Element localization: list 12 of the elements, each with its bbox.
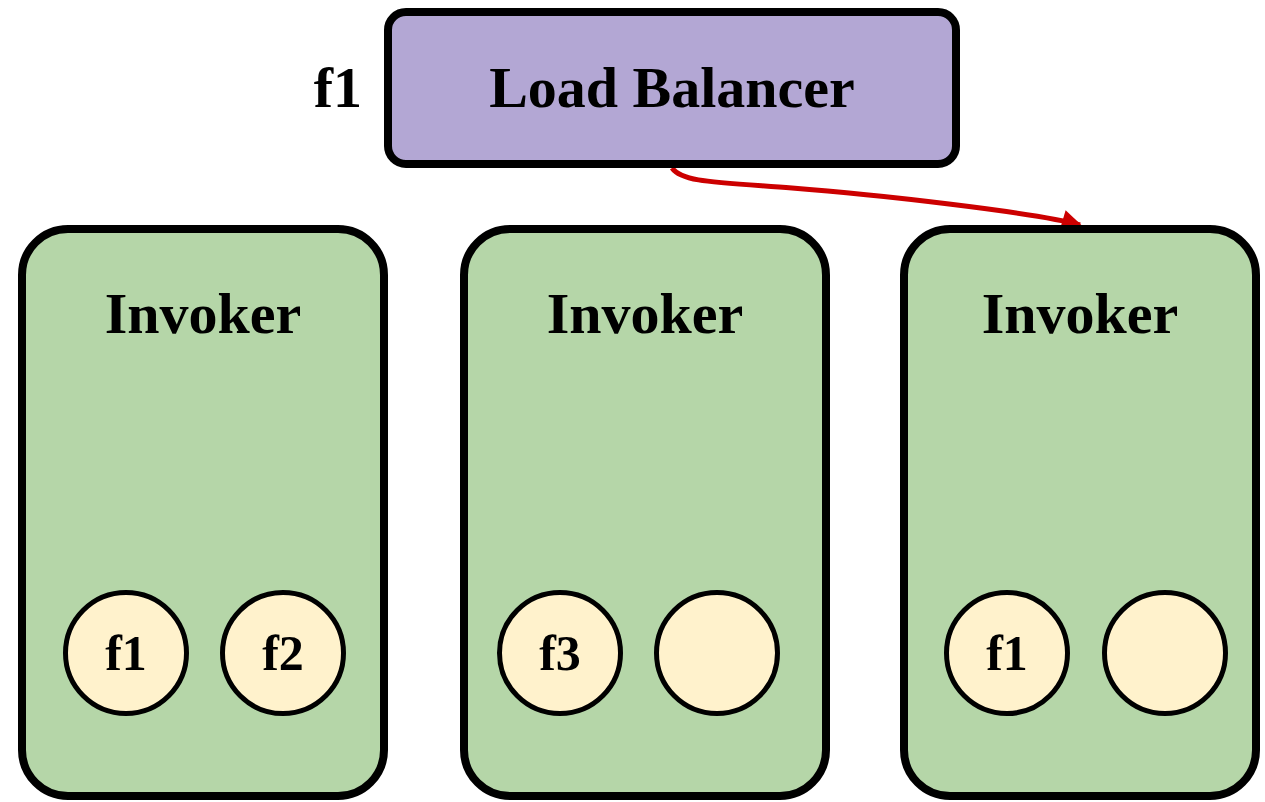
function-label: f2: [262, 628, 304, 678]
node-caption: f1: [313, 59, 362, 117]
box-title: Load Balancer: [489, 59, 855, 117]
invoker-box: [900, 225, 1260, 800]
box-title: Invoker: [104, 285, 302, 343]
invoker-box: [460, 225, 830, 800]
function-label: f3: [539, 628, 581, 678]
box-title: Invoker: [981, 285, 1179, 343]
box-title: Invoker: [546, 285, 744, 343]
function-label: f1: [986, 628, 1028, 678]
invoker-box: [18, 225, 388, 800]
function-label: f1: [105, 628, 147, 678]
